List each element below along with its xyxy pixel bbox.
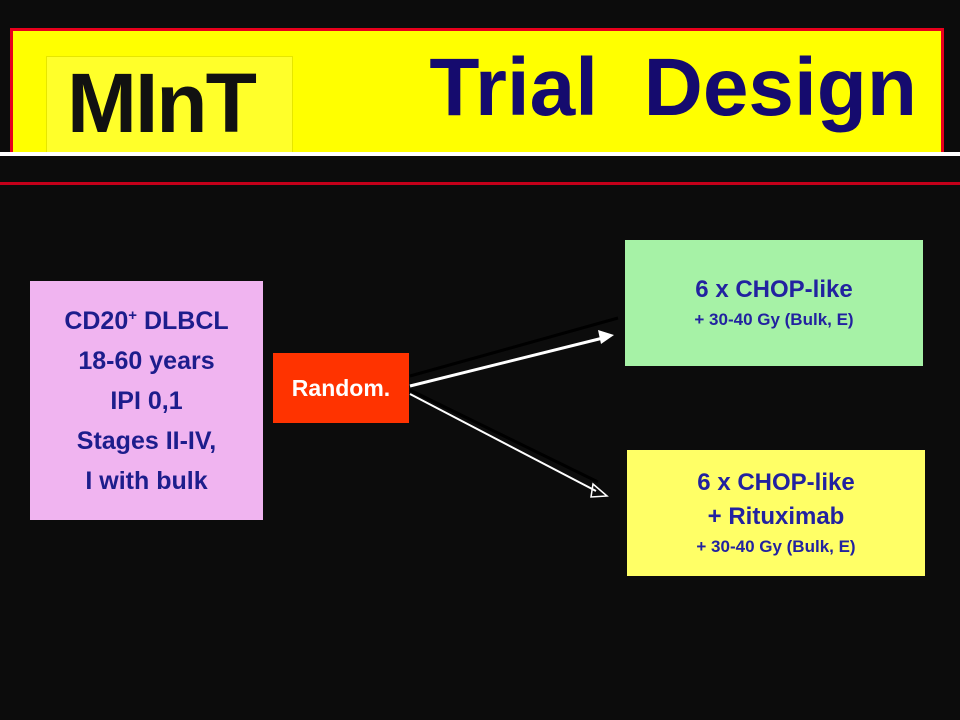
criteria-line-age: 18-60 years — [78, 346, 215, 375]
arrow-lower-head — [590, 482, 609, 498]
header-rule-white — [0, 152, 960, 156]
randomization-label: Random. — [291, 374, 391, 401]
criteria-dlbcl: DLBCL — [137, 306, 229, 335]
arm-a-box: 6 x CHOP-like + 30-40 Gy (Bulk, E) — [625, 240, 923, 366]
title-bar: MInT Trial Design — [10, 28, 944, 156]
arrow-upper-head — [598, 330, 614, 344]
header-rule-red — [0, 182, 960, 185]
arrow-upper — [409, 336, 604, 388]
criteria-cd20-sup: + — [128, 306, 138, 324]
randomization-box: Random. — [273, 353, 409, 423]
arm-b-box: 6 x CHOP-like + Rituximab + 30-40 Gy (Bu… — [627, 450, 925, 576]
criteria-line-bulk: I with bulk — [85, 466, 208, 495]
arm-a-title: 6 x CHOP-like — [695, 276, 853, 303]
mint-logo: MInT — [46, 56, 293, 154]
arrow-upper-shadow — [409, 316, 619, 378]
arrow-lower — [409, 393, 597, 492]
arm-b-subtitle: + Rituximab — [707, 503, 845, 530]
logo-text: MInT — [67, 56, 257, 150]
slide-title: Trial Design — [429, 42, 917, 133]
arm-a-detail: + 30-40 Gy (Bulk, E) — [694, 310, 854, 329]
criteria-line-stages: Stages II-IV, — [76, 426, 217, 455]
criteria-cd20: CD20 — [64, 306, 129, 335]
arm-b-detail: + 30-40 Gy (Bulk, E) — [696, 537, 856, 556]
arm-b-title: 6 x CHOP-like — [697, 469, 855, 496]
criteria-line-ipi: IPI 0,1 — [110, 386, 183, 415]
inclusion-criteria-box: CD20+ DLBCL 18-60 years IPI 0,1 Stages I… — [30, 281, 263, 520]
criteria-line-diagnosis: CD20+ DLBCL — [30, 301, 263, 341]
arrow-lower-shadow — [409, 388, 599, 484]
